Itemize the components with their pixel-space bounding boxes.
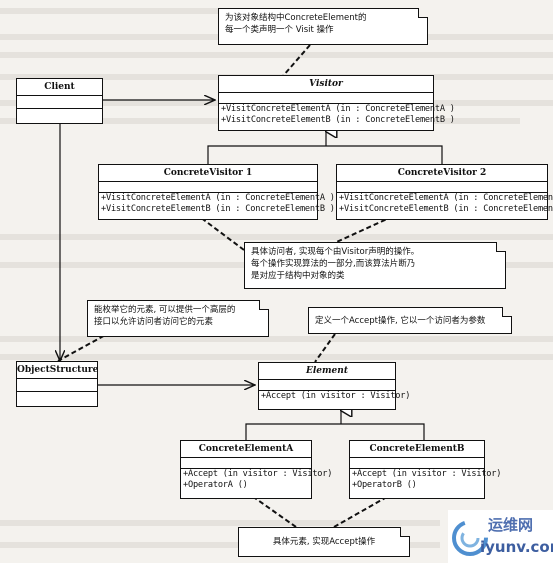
class-name: ConcreteVisitor 2 — [337, 165, 547, 182]
background-text — [0, 336, 553, 342]
attributes-section — [17, 379, 97, 392]
note-text: 接口以允许访问者访问它的元素 — [94, 317, 214, 327]
generalization-visitor-children — [207, 145, 443, 164]
generalization-element-children — [245, 423, 425, 440]
watermark-url: iyunv.com — [480, 538, 553, 556]
note-link-cv2 — [329, 213, 399, 246]
class-name: Client — [17, 79, 102, 96]
operations-section: +VisitConcreteElementA (in : ConcreteEle… — [219, 104, 455, 126]
operations-section: +Accept (in visitor : Visitor) +Operator… — [181, 469, 333, 491]
operation: +VisitConcreteElementA (in : ConcreteEle… — [101, 193, 335, 203]
note-text: 每一个类声明一个 Visit 操作 — [225, 25, 334, 35]
operation: +Accept (in visitor : Visitor) — [261, 391, 411, 401]
class-name: ConcreteVisitor 1 — [99, 165, 317, 182]
note-text: 为该对象结构中ConcreteElement的 — [225, 13, 367, 23]
class-concrete-visitor-2: ConcreteVisitor 2 +VisitConcreteElementA… — [336, 164, 553, 220]
attributes-section — [350, 458, 484, 469]
operations-section: +VisitConcreteElementA (in : ConcreteEle… — [99, 193, 335, 215]
class-name: ObjectStructure — [17, 362, 98, 379]
class-concrete-element-a: ConcreteElementA +Accept (in visitor : V… — [180, 440, 333, 499]
operation: +VisitConcreteElementB (in : ConcreteEle… — [339, 204, 553, 214]
attributes-section — [17, 96, 102, 109]
class-name: ConcreteElementB — [350, 441, 484, 458]
operation: +VisitConcreteElementA (in : ConcreteEle… — [339, 193, 553, 203]
class-name: Element — [259, 363, 395, 380]
note-object-structure: 能枚举它的元素, 可以提供一个高层的 接口以允许访问者访问它的元素 — [87, 300, 269, 337]
background-text — [0, 542, 440, 548]
operation: +Accept (in visitor : Visitor) — [183, 469, 333, 479]
attributes-section — [181, 458, 311, 469]
note-link-cv1 — [195, 213, 245, 251]
background-text — [0, 234, 553, 240]
note-link-cea — [254, 497, 297, 528]
operation: +VisitConcreteElementB (in : ConcreteEle… — [221, 115, 455, 125]
background-text — [0, 354, 553, 360]
class-name: Visitor — [219, 76, 433, 93]
background-text — [0, 520, 440, 526]
operation: +VisitConcreteElementA (in : ConcreteEle… — [221, 104, 455, 114]
note-link-element — [314, 333, 336, 363]
class-concrete-visitor-1: ConcreteVisitor 1 +VisitConcreteElementA… — [98, 164, 335, 220]
attributes-section — [99, 182, 317, 193]
operations-section: +Accept (in visitor : Visitor) — [259, 391, 411, 402]
note-element: 定义一个Accept操作, 它以一个访问者为参数 — [308, 307, 512, 334]
operations-section: +VisitConcreteElementA (in : ConcreteEle… — [337, 193, 553, 215]
site-watermark: 运维网 iyunv.com — [448, 510, 553, 563]
note-text: 具体元素, 实现Accept操作 — [272, 537, 376, 547]
note-text: 定义一个Accept操作, 它以一个访问者为参数 — [315, 316, 486, 326]
note-concrete-element: 具体元素, 实现Accept操作 — [238, 527, 410, 557]
background-text — [0, 8, 240, 14]
note-visitor: 为该对象结构中ConcreteElement的 每一个类声明一个 Visit 操… — [218, 8, 428, 45]
operations-section: +Accept (in visitor : Visitor) +Operator… — [350, 469, 502, 491]
attributes-section — [219, 93, 433, 104]
operation: +Accept (in visitor : Visitor) — [352, 469, 502, 479]
class-concrete-element-b: ConcreteElementB +Accept (in visitor : V… — [349, 440, 502, 499]
attributes-section — [259, 380, 395, 391]
operation: +OperatorA () — [183, 480, 248, 490]
attributes-section — [337, 182, 547, 193]
operation: +VisitConcreteElementB (in : ConcreteEle… — [101, 204, 335, 214]
note-text: 能枚举它的元素, 可以提供一个高层的 — [94, 305, 236, 315]
class-visitor: Visitor +VisitConcreteElementA (in : Con… — [218, 75, 455, 131]
class-element: Element +Accept (in visitor : Visitor) — [258, 362, 411, 410]
watermark-title: 运维网 — [488, 516, 534, 534]
operation: +OperatorB () — [352, 480, 417, 490]
operations-section — [17, 109, 102, 117]
note-text: 是对应于结构中对象的类 — [251, 271, 345, 281]
class-object-structure: ObjectStructure — [16, 361, 98, 407]
class-client: Client — [16, 78, 103, 124]
operations-section — [17, 392, 97, 400]
watermark-logo-icon — [452, 520, 488, 556]
class-name: ConcreteElementA — [181, 441, 311, 458]
note-text: 具体访问者, 实现每个由Visitor声明的操作。 — [251, 247, 420, 257]
note-link-ceb — [333, 497, 386, 528]
note-text: 每个操作实现算法的一部分,而该算法片断乃 — [251, 259, 416, 269]
background-text — [0, 52, 553, 58]
note-concrete-visitor: 具体访问者, 实现每个由Visitor声明的操作。 每个操作实现算法的一部分,而… — [244, 242, 506, 289]
note-link-visitor — [282, 44, 311, 77]
